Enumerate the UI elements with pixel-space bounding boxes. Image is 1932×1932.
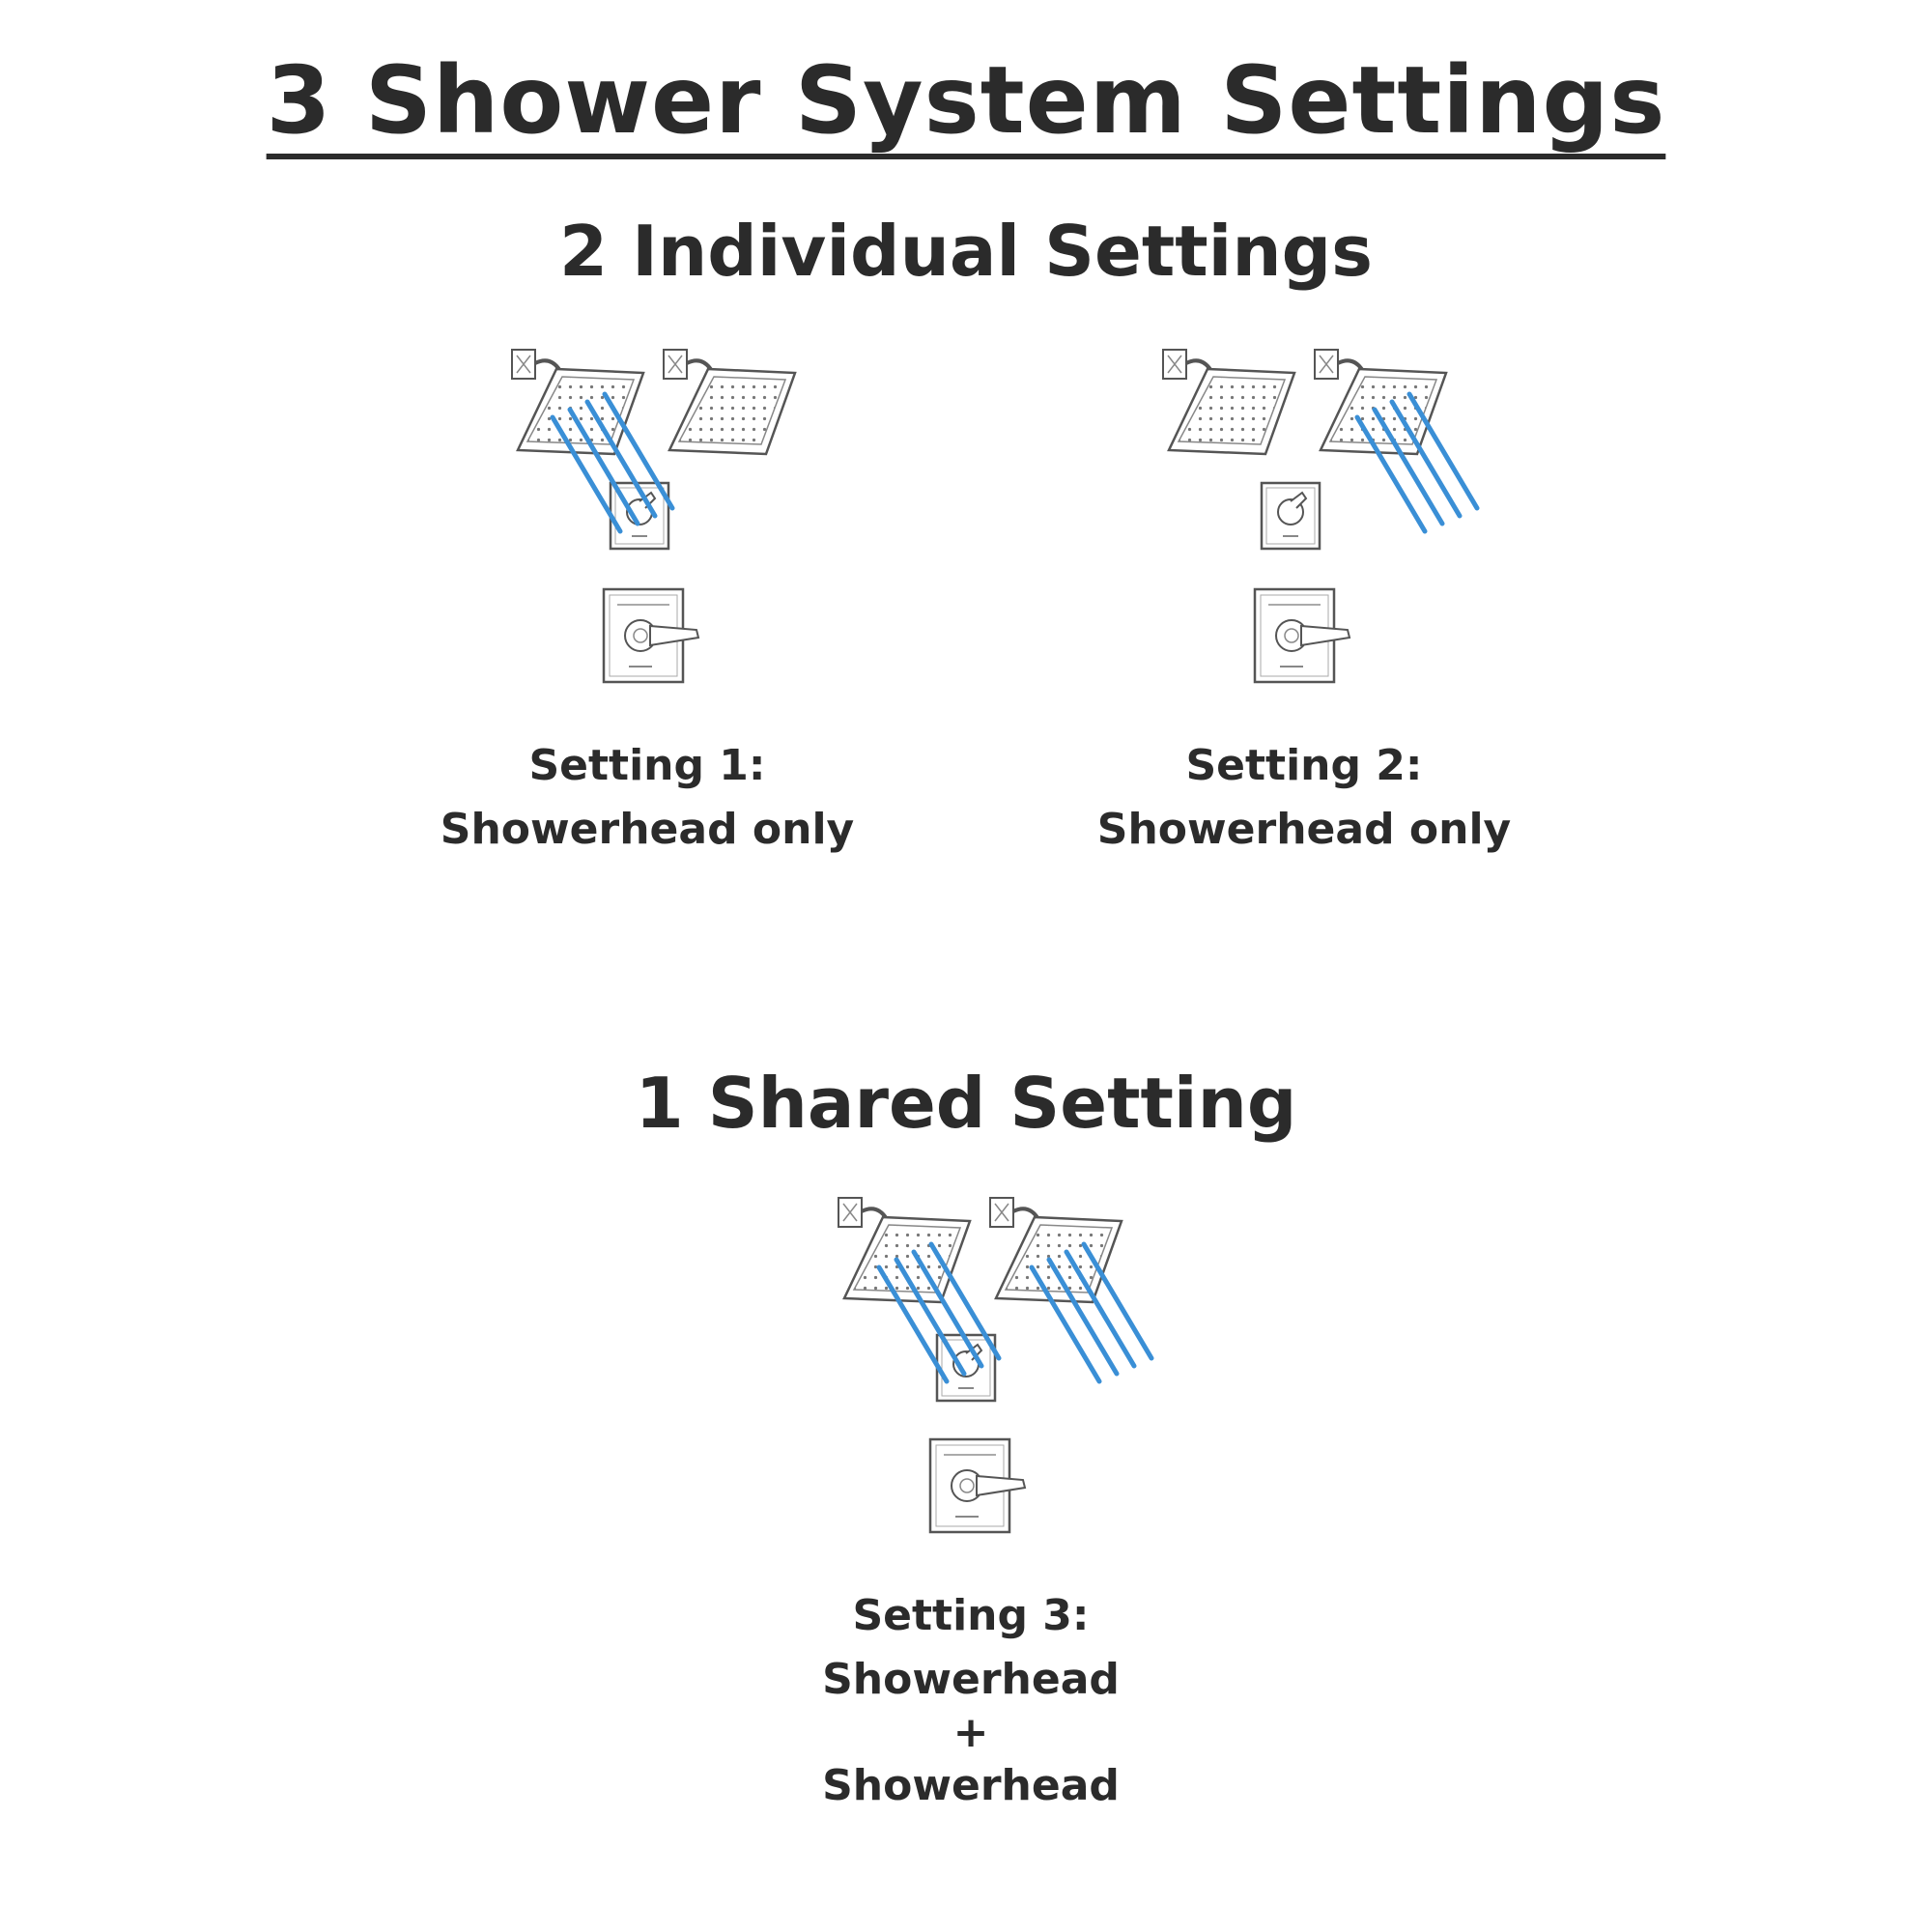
setting-1-label: Setting 1: — [528, 741, 766, 790]
setting-2-label: Setting 2: — [1185, 741, 1423, 790]
individual-settings-heading: 2 Individual Settings — [558, 211, 1374, 292]
showerhead-icon — [988, 1196, 1123, 1304]
setting-3-description-line1: Showerhead — [822, 1655, 1120, 1704]
setting-1-fixtures — [510, 348, 797, 684]
page-title-text: 3 Shower System Settings — [266, 46, 1666, 155]
setting-3-fixtures — [837, 1196, 1151, 1534]
setting-1-description: Showerhead only — [440, 805, 855, 854]
showerhead-icon — [1313, 348, 1448, 456]
shower-valve-trim-icon — [1253, 587, 1351, 684]
showerhead-icon — [662, 348, 797, 456]
shared-setting-heading: 1 Shared Setting — [635, 1063, 1297, 1144]
setting-3-label: Setting 3: — [852, 1591, 1090, 1640]
setting-1-caption: Setting 1: Showerhead only — [406, 734, 889, 862]
setting-2-caption: Setting 2: Showerhead only — [1063, 734, 1546, 862]
showerhead-icon — [510, 348, 645, 456]
setting-3-description-line2: Showerhead — [822, 1761, 1120, 1810]
diverter-valve-icon — [1260, 481, 1321, 551]
shower-valve-trim-icon — [602, 587, 700, 684]
setting-3-caption: Setting 3: Showerhead + Showerhead — [729, 1584, 1212, 1818]
page-title: 3 Shower System Settings — [0, 46, 1932, 155]
shower-valve-trim-icon — [928, 1437, 1027, 1534]
setting-2-fixtures — [1161, 348, 1477, 684]
showerhead-icon — [837, 1196, 972, 1304]
setting-2-description: Showerhead only — [1096, 805, 1512, 854]
showerhead-icon — [1161, 348, 1296, 456]
setting-3-plus: + — [952, 1708, 989, 1757]
